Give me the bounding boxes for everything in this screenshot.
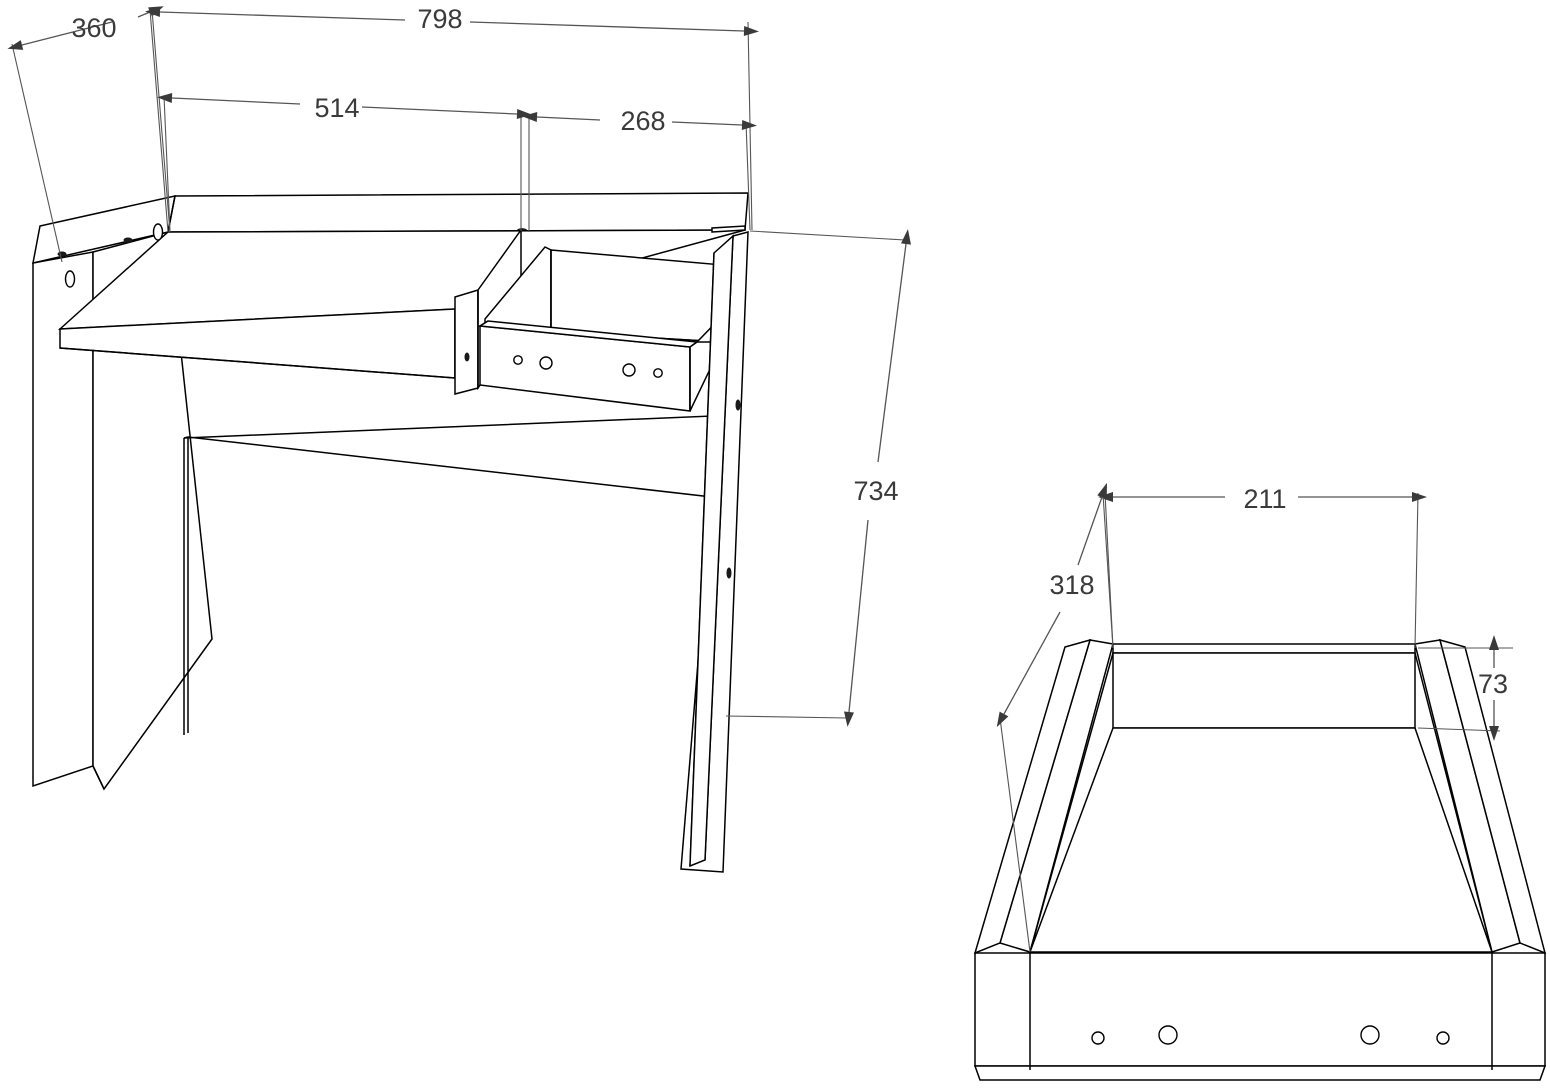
dimension-318-label: 318 [1049,570,1094,600]
drawer-front-holes [1091,1025,1450,1045]
drawer-in-assembly [477,246,729,412]
desk-assembly-view: 360 798 514 [7,4,911,873]
dimension-211-label: 211 [1243,484,1286,514]
desk-back-panel [183,415,713,735]
dimension-514: 514 [157,93,532,233]
dimension-73-label: 73 [1478,669,1508,699]
dimension-211: 211 [1098,484,1427,649]
drawer-base [1028,727,1494,953]
dimension-798: 798 [145,4,759,233]
dimension-360-label: 360 [71,13,116,43]
drawer-detail-view: 211 318 73 [973,482,1547,1081]
dimension-268-label: 268 [620,106,665,136]
left-side-panel [32,231,213,791]
dimension-798-label: 798 [417,4,462,34]
right-side-panel [680,225,749,873]
drawer-front-face [973,952,1547,1081]
dimension-734: 734 [725,229,911,727]
dimension-514-label: 514 [314,93,359,123]
dimension-268: 268 [522,106,757,232]
drawer-back-wall [1112,643,1416,654]
dimension-360: 360 [7,6,169,263]
dimension-734-label: 734 [853,476,898,506]
dimension-73: 73 [1417,635,1513,741]
drawer-left-wall [973,638,1114,955]
dimension-318: 318 [996,482,1114,953]
